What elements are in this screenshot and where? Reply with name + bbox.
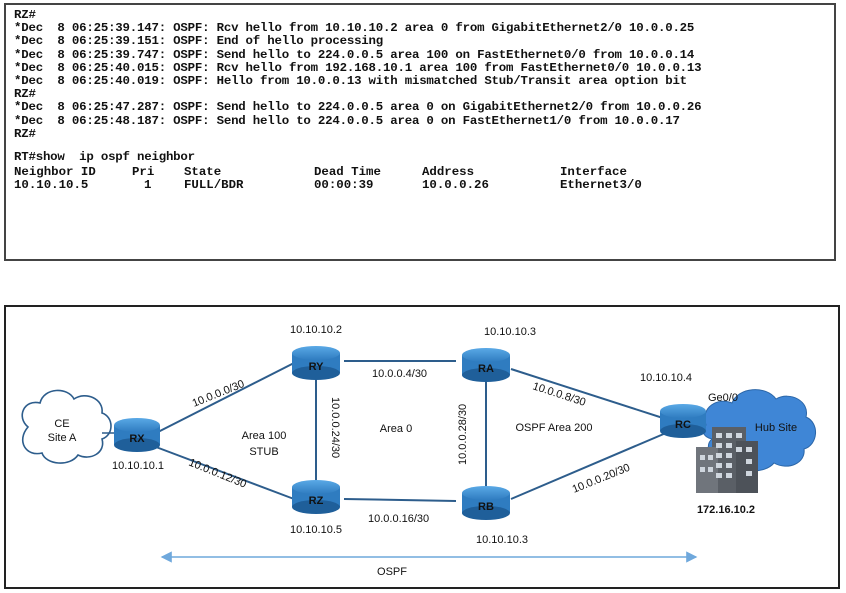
router-name: RX [129,433,145,445]
router-icon [462,348,510,382]
router-name: RA [478,363,494,375]
router-id-ry: 10.10.10.2 [290,324,342,336]
col-header: Address [422,165,475,180]
col-header: Interface [560,165,627,180]
hub-address: 172.16.10.2 [697,504,755,516]
console-line: *Dec 8 06:25:40.015: OSPF: Rcv hello fro… [14,60,702,75]
router-icon [114,418,160,452]
area-100-label: Area 100 [242,430,287,442]
link-label-rx-rz: 10.0.0.12/30 [187,457,248,491]
table-cell: FULL/BDR [184,178,244,193]
console-line: *Dec 8 06:25:39.151: OSPF: End of hello … [14,34,384,49]
col-header: Dead Time [314,165,381,180]
router-rz[interactable]: RZ [292,480,340,514]
link-label-ry-ra: 10.0.0.4/30 [372,368,427,380]
area-200-label: OSPF Area 200 [515,422,592,434]
area-100-stub-label: STUB [249,446,278,458]
neighbor-table-header: Neighbor ID Pri State Dead Time Address … [14,166,826,179]
console-line: RZ# [14,8,36,22]
link-rx-rz [155,446,295,500]
console-line: *Dec 8 06:25:39.147: OSPF: Rcv hello fro… [14,21,695,36]
link-rz-rb [343,498,457,502]
console-line: *Dec 8 06:25:40.019: OSPF: Hello from 10… [14,74,687,89]
router-id-rz: 10.10.10.5 [290,524,342,536]
router-ra[interactable]: RA [462,348,510,382]
router-icon [292,480,340,514]
router-icon [660,404,706,438]
ospf-label: OSPF [377,566,407,578]
col-header: Pri [132,165,155,180]
router-name: RB [478,501,494,513]
table-cell: 10.0.0.26 [422,178,489,193]
area-0-label: Area 0 [380,423,412,435]
link-rb-rc [510,432,667,500]
router-icon [292,346,340,380]
site-a-label: Site A [48,432,77,444]
console-line: RZ# [14,126,36,141]
link-label-rx-ry: 10.0.0.0/30 [191,378,247,410]
table-cell: 1 [144,178,152,193]
console-line: *Dec 8 06:25:39.747: OSPF: Send hello to… [14,47,695,62]
router-id-ra: 10.10.10.3 [484,326,536,338]
link-label-rb-rc: 10.0.0.20/30 [571,462,632,496]
ce-label: CE [54,418,69,430]
link-label-ry-rz: 10.0.0.24/30 [329,397,341,458]
console-line: *Dec 8 06:25:47.287: OSPF: Send hello to… [14,100,702,115]
building-icon [696,427,758,493]
hub-site-label: Hub Site [755,422,797,434]
router-id-rb: 10.10.10.3 [476,534,528,546]
console-output: RZ# *Dec 8 06:25:39.147: OSPF: Rcv hello… [4,3,836,261]
router-name: RC [675,419,691,431]
console-command: RT#show ip ospf neighbor [14,150,195,165]
link-label-rz-rb: 10.0.0.16/30 [368,513,429,525]
link-label-ra-rb: 10.0.0.28/30 [457,404,469,465]
neighbor-table: Neighbor ID Pri State Dead Time Address … [14,166,826,193]
router-name: RY [309,361,325,373]
console-line: *Dec 8 06:25:48.187: OSPF: Send hello to… [14,113,680,128]
table-cell: Ethernet3/0 [560,178,642,193]
router-rb[interactable]: RB [462,486,510,520]
router-id-rc: 10.10.10.4 [640,372,692,384]
links [155,360,667,502]
hub-interface: Ge0/0 [708,392,738,404]
router-rc[interactable]: RC [660,404,706,438]
ce-site-cloud: CE Site A [21,389,112,464]
table-row: 10.10.10.5 1 FULL/BDR 00:00:39 10.0.0.26… [14,179,826,192]
router-name: RZ [309,495,324,507]
col-header: State [184,165,222,180]
table-cell: 00:00:39 [314,178,374,193]
link-ra-rc [510,368,667,420]
router-ry[interactable]: RY [292,346,340,380]
router-icon [462,486,510,520]
table-cell: 10.10.10.5 [14,178,89,193]
router-rx[interactable]: RX [114,418,160,452]
topology-svg: CE Site A Hub Site 172.16.10.2 Ge0/0 [21,324,816,578]
link-rx-ry [155,362,295,434]
console-line: RZ# [14,87,36,102]
col-header: Neighbor ID [14,165,96,180]
router-id-rx: 10.10.10.1 [112,460,164,472]
network-diagram: CE Site A Hub Site 172.16.10.2 Ge0/0 [4,305,840,589]
